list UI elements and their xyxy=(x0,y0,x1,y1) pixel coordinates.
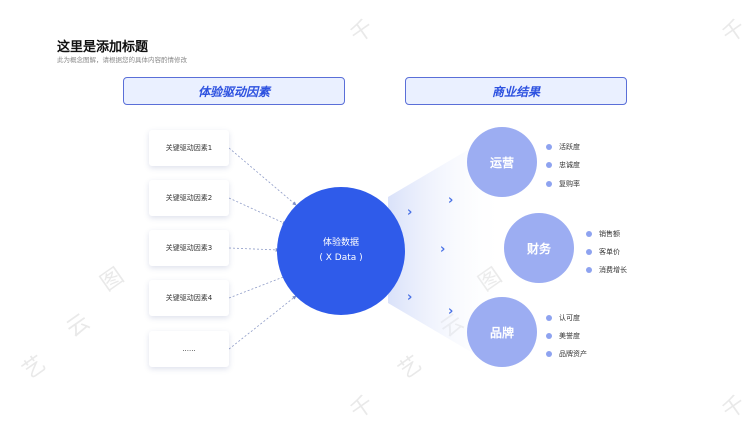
bullet-dot-icon xyxy=(586,249,592,255)
bullet-dot-icon xyxy=(586,231,592,237)
chevron-right-icon: › xyxy=(407,290,413,305)
metric-item: 消费增长 xyxy=(586,265,627,275)
metric-label: 客单价 xyxy=(599,248,620,256)
bullet-dot-icon xyxy=(546,144,552,150)
page-title: 这里是添加标题 xyxy=(57,40,149,55)
driver-connector-4 xyxy=(228,275,287,299)
outcome-label: 财务 xyxy=(526,241,551,256)
bullet-dot-icon xyxy=(546,351,552,357)
metric-label: 消费增长 xyxy=(599,266,627,274)
drivers-section-title: 体验驱动因素 xyxy=(197,84,270,99)
metric-label: 品牌资产 xyxy=(559,350,587,358)
driver-card: 关键驱动因素2 xyxy=(149,180,229,216)
driver-connector-2 xyxy=(228,197,287,225)
metric-item: 认可度 xyxy=(546,313,580,323)
outcome-label: 品牌 xyxy=(489,325,514,340)
metric-item: 活跃度 xyxy=(546,142,580,152)
metric-label: 活跃度 xyxy=(559,143,580,151)
driver-card: 关键驱动因素3 xyxy=(149,230,229,266)
metric-label: 认可度 xyxy=(559,314,580,322)
drivers-section-header: 体验驱动因素 xyxy=(123,77,345,105)
driver-connector-1 xyxy=(228,147,297,206)
metric-item: 复购率 xyxy=(546,179,580,189)
driver-card: 关键驱动因素1 xyxy=(149,130,229,166)
chevron-right-icon: › xyxy=(448,304,454,319)
driver-connector-5 xyxy=(228,295,297,350)
metric-label: 美誉度 xyxy=(559,332,580,340)
results-section-title: 商业结果 xyxy=(491,84,540,99)
outcome-finance: 财务 xyxy=(504,213,574,283)
metric-label: 忠诚度 xyxy=(559,161,580,169)
metric-label: 复购率 xyxy=(559,180,580,188)
outcome-brand: 品牌 xyxy=(467,297,537,367)
metric-label: 销售额 xyxy=(599,230,620,238)
results-section-header: 商业结果 xyxy=(405,77,627,105)
driver-connector-3 xyxy=(228,247,280,252)
bullet-dot-icon xyxy=(546,162,552,168)
chevron-right-icon: › xyxy=(407,205,413,220)
center-node-title: 体验数据 xyxy=(322,238,359,248)
outcome-label: 运营 xyxy=(489,155,514,170)
experience-data-node: 体验数据 ( X Data ) xyxy=(277,187,405,315)
metric-item: 客单价 xyxy=(586,247,620,257)
driver-card: 关键驱动因素4 xyxy=(149,280,229,316)
metric-item: 美誉度 xyxy=(546,331,580,341)
bullet-dot-icon xyxy=(586,267,592,273)
metric-item: 销售额 xyxy=(586,229,620,239)
chevron-right-icon: › xyxy=(448,193,454,208)
bullet-dot-icon xyxy=(546,333,552,339)
center-node-subtitle: ( X Data ) xyxy=(319,253,363,263)
metric-item: 品牌资产 xyxy=(546,349,587,359)
outcome-operations: 运营 xyxy=(467,127,537,197)
page-subtitle: 此为概念图解，请根据您的具体内容酌情修改 xyxy=(57,56,187,64)
chevron-right-icon: › xyxy=(440,242,446,257)
bullet-dot-icon xyxy=(546,181,552,187)
metric-item: 忠诚度 xyxy=(546,160,580,170)
bullet-dot-icon xyxy=(546,315,552,321)
driver-card: ...... xyxy=(149,331,229,367)
